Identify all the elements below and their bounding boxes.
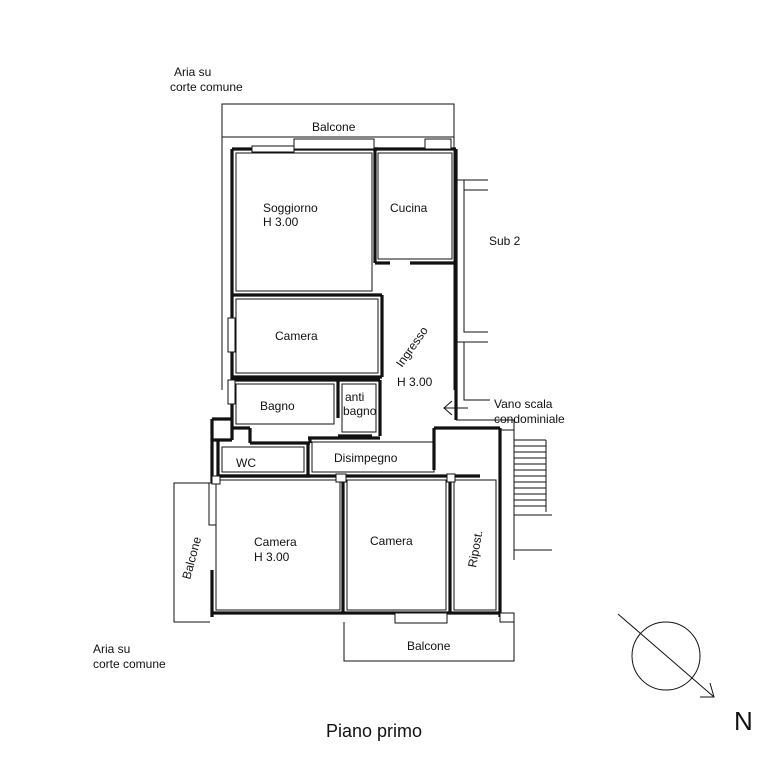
- aria-bottom-line2: corte comune: [93, 657, 166, 671]
- bagno-label: Bagno: [260, 399, 295, 413]
- compass-icon: N: [617, 613, 753, 736]
- antibagno-line1: anti: [345, 390, 364, 404]
- balcone-bottom-label: Balcone: [407, 639, 451, 653]
- sub2-and-stairs: [456, 179, 552, 560]
- vano-scala-line1: Vano scala: [494, 397, 553, 411]
- aria-top-line2: corte comune: [170, 80, 243, 94]
- labels: Aria su corte comune Balcone Soggiorno H…: [93, 65, 565, 741]
- north-label: N: [734, 706, 753, 736]
- disimpegno-label: Disimpegno: [334, 451, 398, 465]
- inner-wall-lines: [215, 152, 497, 611]
- soggiorno-label: Soggiorno: [263, 201, 318, 215]
- cucina-label: Cucina: [390, 201, 428, 215]
- plan-title: Piano primo: [326, 721, 422, 741]
- aria-bottom-line1: Aria su: [93, 642, 130, 656]
- soggiorno-height: H 3.00: [263, 215, 299, 229]
- ingresso-height: H 3.00: [397, 375, 433, 389]
- ingresso-label: Ingresso: [393, 324, 431, 370]
- windows: [208, 138, 515, 624]
- ripostiglio-label: Ripost.: [465, 529, 485, 568]
- camera-2-height: H 3.00: [254, 550, 290, 564]
- balcone-left-label: Balcone: [179, 535, 204, 581]
- camera-1-label: Camera: [275, 329, 318, 343]
- vano-scala-line2: condominiale: [494, 412, 565, 426]
- wc-label: WC: [236, 456, 256, 470]
- balcone-top-label: Balcone: [312, 120, 356, 134]
- entrance-arrow-icon: [443, 400, 468, 416]
- aria-top-line1: Aria su: [174, 65, 211, 79]
- camera-2-label: Camera: [254, 535, 297, 549]
- camera-3-label: Camera: [370, 534, 413, 548]
- sub2-label: Sub 2: [489, 234, 521, 248]
- antibagno-line2: bagno: [343, 404, 377, 418]
- balcony-outlines: [173, 103, 515, 662]
